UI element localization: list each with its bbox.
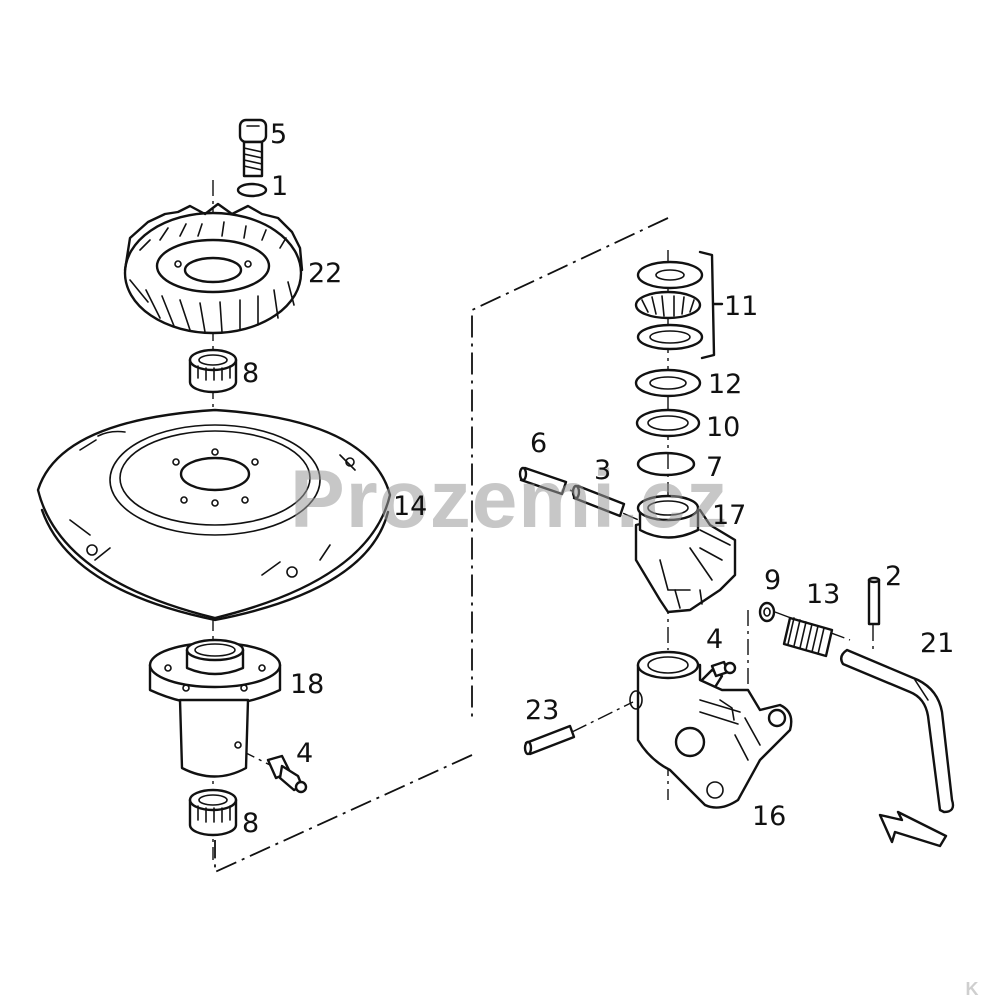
callout-2: 2 (885, 561, 902, 592)
circlip-part (236, 182, 268, 198)
callout-3: 3 (594, 455, 611, 486)
callout-8-lower: 8 (242, 808, 259, 839)
lower-housing-part (629, 650, 793, 809)
grease-nipple-left-part (266, 754, 308, 794)
bearing-upper-part (188, 348, 238, 394)
mowing-disc-part (36, 408, 392, 622)
pins-part (518, 466, 626, 518)
hub-part (148, 638, 282, 778)
callout-23: 23 (525, 695, 559, 726)
callout-16: 16 (752, 801, 786, 832)
spring-lever-part (758, 576, 955, 814)
callout-9: 9 (764, 565, 781, 596)
housing-top-part (634, 494, 737, 614)
callout-5: 5 (270, 119, 287, 150)
callout-1: 1 (271, 171, 288, 202)
screw-part (238, 118, 268, 178)
direction-arrow (878, 810, 948, 848)
callout-4-right: 4 (706, 624, 723, 655)
callout-17: 17 (712, 500, 746, 531)
washer-set-part (634, 250, 724, 360)
bearing-lower-part (188, 788, 238, 837)
bevel-gear-part (123, 202, 304, 335)
callout-21: 21 (920, 628, 954, 659)
callout-14: 14 (393, 491, 427, 522)
callout-4-left: 4 (296, 738, 313, 769)
callout-10: 10 (706, 412, 740, 443)
callout-labels: 5 1 22 8 14 18 4 8 11 12 10 7 17 6 3 9 1… (242, 119, 954, 839)
callout-6: 6 (530, 428, 547, 459)
callout-22: 22 (308, 258, 342, 289)
callout-13: 13 (806, 579, 840, 610)
callout-12: 12 (708, 369, 742, 400)
watermark-text: Prozemi.cz (290, 454, 728, 545)
callout-11: 11 (724, 291, 758, 322)
callout-8-upper: 8 (242, 358, 259, 389)
callout-7: 7 (706, 452, 723, 483)
corner-logo: K (966, 979, 979, 999)
pin-23-part (523, 724, 576, 756)
rings-part (634, 368, 702, 477)
callout-18: 18 (290, 669, 324, 700)
